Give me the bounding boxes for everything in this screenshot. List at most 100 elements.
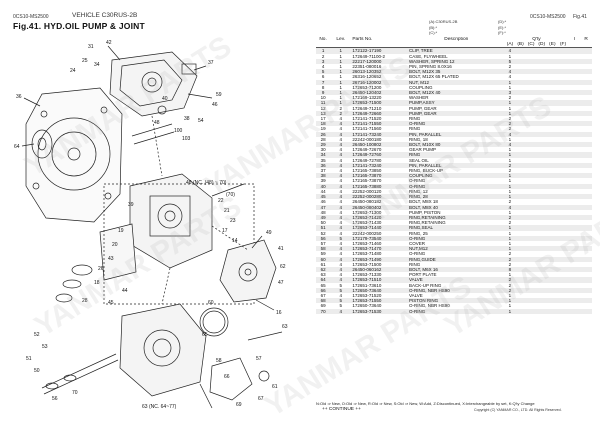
row-empty-cell: [525, 47, 537, 54]
row-empty-cell: [580, 204, 592, 210]
row-empty-cell: [536, 173, 548, 179]
row-empty-cell: [557, 194, 569, 200]
row-empty-cell: [557, 152, 569, 158]
row-level: 4: [339, 116, 342, 122]
row-empty-cell: [525, 58, 537, 65]
row-part-number: 22217-120000: [351, 58, 408, 65]
row-qty-a: 2: [504, 121, 516, 127]
row-level: 4: [339, 292, 342, 298]
callout-56: 56: [52, 396, 58, 402]
row-part-number: 172653-71460: [352, 240, 382, 246]
row-empty-cell: [557, 287, 569, 293]
row-empty-cell: [525, 79, 537, 85]
header-qty-a: (A): [506, 42, 514, 48]
row-qty-a: 1: [508, 240, 512, 246]
row-empty-cell: [525, 142, 537, 148]
row-part-number: 172165-73880: [351, 183, 408, 189]
row-qty-a: 1: [508, 147, 512, 153]
row-level: 4: [339, 272, 342, 278]
callout-22: 22: [218, 198, 224, 204]
row-empty-cell: [580, 152, 592, 158]
row-empty-cell: [515, 100, 526, 106]
row-level: 1: [339, 95, 342, 101]
row-empty-cell: [568, 162, 581, 169]
row-part-number: 172653-71480: [352, 251, 382, 257]
row-description: RING: [408, 116, 421, 122]
row-description: WASHER, SPRING 12: [407, 58, 505, 65]
row-no: 44: [320, 188, 326, 194]
callout-50: 50: [34, 368, 40, 374]
row-empty-cell: [536, 277, 548, 283]
row-level: 4: [330, 225, 352, 231]
row-description: O-RING: [408, 178, 426, 184]
header-qty: Q'ty: [532, 37, 541, 42]
row-empty-cell: [515, 131, 526, 137]
row-part-number: 172649-72760: [351, 152, 408, 158]
row-empty-cell: [557, 58, 569, 65]
row-part-number: 172649-72670: [352, 147, 382, 153]
row-part-number: 22242-000250: [352, 230, 382, 236]
header-qty-f: (F): [559, 42, 567, 48]
row-empty-cell: [580, 142, 592, 148]
row-description: SEAL OIL: [408, 157, 429, 163]
row-empty-cell: [568, 110, 581, 117]
row-description: PIN, PARALLEL: [407, 131, 505, 137]
row-empty-cell: [525, 277, 537, 283]
row-description: BOLT, M8X 40: [407, 204, 505, 210]
row-empty-cell: [515, 79, 526, 85]
row-empty-cell: [557, 90, 569, 96]
row-empty-cell: [557, 225, 569, 231]
continue-marker: ++ CONTINUE ++: [322, 407, 361, 412]
row-level: 4: [330, 152, 352, 158]
row-empty-cell: [515, 246, 526, 252]
row-description: GEAR PUMP: [408, 147, 436, 153]
row-empty-cell: [568, 225, 581, 231]
row-empty-cell: [525, 173, 537, 179]
row-no: 63: [320, 272, 326, 278]
row-qty-a: 1: [508, 272, 512, 278]
callout-57: 57: [256, 356, 262, 362]
callout-67: 67: [258, 396, 264, 402]
row-qty-a: 1: [504, 110, 516, 117]
row-description: O-RING: [407, 235, 505, 241]
row-empty-cell: [547, 204, 558, 210]
row-no: 5: [316, 69, 331, 75]
callout-38: 38: [184, 116, 190, 122]
row-empty-cell: [547, 173, 558, 179]
row-part-number: 172653-71440: [351, 225, 408, 231]
row-empty-cell: [568, 277, 581, 283]
row-part-number: 26316-120652: [352, 74, 382, 80]
row-description: BOLT, M12X 40: [407, 90, 505, 96]
row-empty-cell: [580, 235, 592, 241]
row-description: O-RING, NBR HS90: [408, 303, 450, 309]
row-no: 48: [320, 209, 326, 215]
row-empty-cell: [547, 142, 558, 148]
row-part-number: 172649-72780: [352, 157, 382, 163]
row-level: 4: [339, 178, 342, 184]
row-empty-cell: [557, 100, 569, 106]
row-part-number: 172169-13220: [352, 95, 382, 101]
row-no: 59: [320, 251, 326, 257]
callout-65: 65: [202, 332, 208, 338]
row-level: 2: [330, 110, 352, 117]
row-empty-cell: [557, 121, 569, 127]
row-empty-cell: [547, 110, 558, 117]
row-no: 9: [316, 90, 331, 96]
row-empty-cell: [547, 183, 558, 189]
row-part-number: 172653-71300: [352, 209, 382, 215]
row-description: RING: [407, 152, 505, 158]
row-no: 58: [316, 246, 331, 252]
row-level: 4: [330, 277, 352, 283]
row-empty-cell: [536, 194, 548, 200]
row-description: O-RING: [407, 183, 505, 189]
row-description: PUMP, PISTON: [408, 209, 441, 215]
row-empty-cell: [580, 214, 592, 221]
row-empty-cell: [580, 298, 592, 304]
